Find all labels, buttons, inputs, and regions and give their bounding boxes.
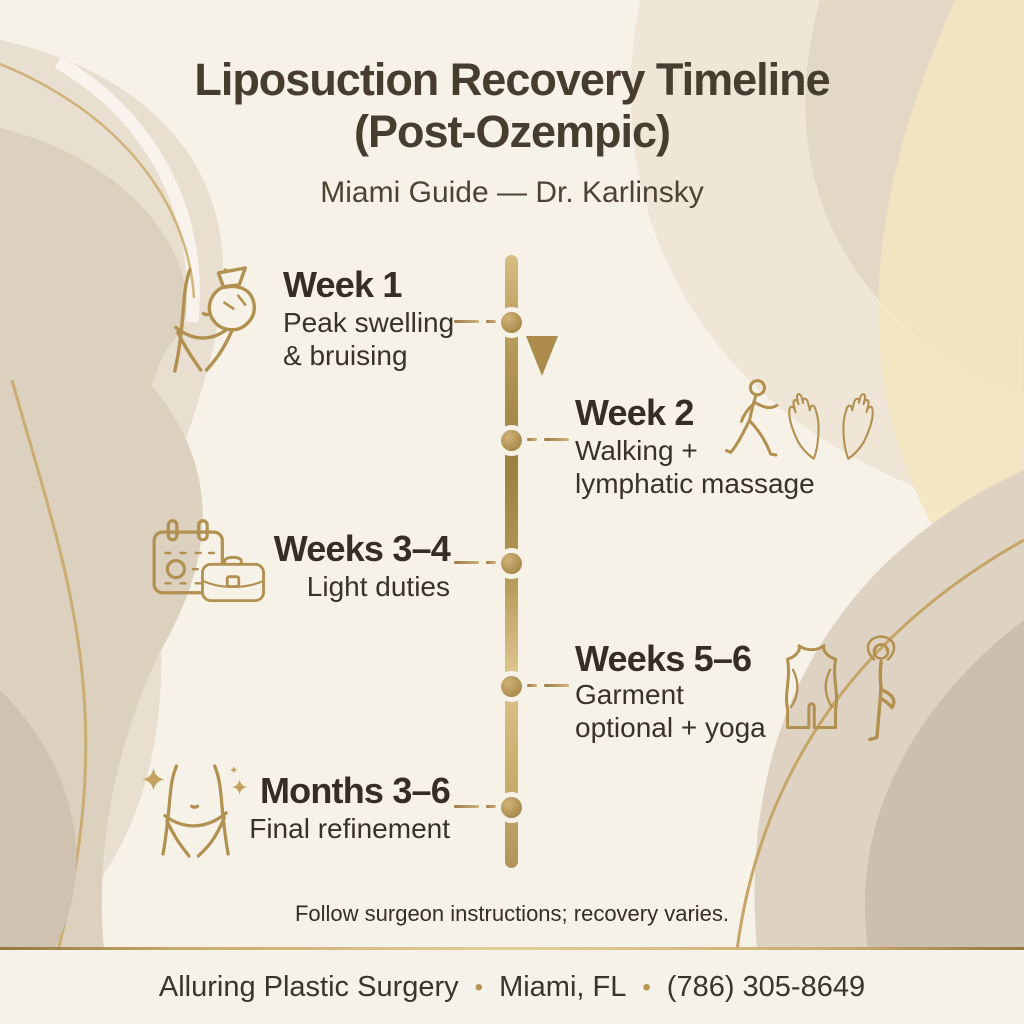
milestone-title-week-2: Week 2	[575, 392, 694, 433]
timeline-node-week-2	[501, 430, 522, 451]
calendar-icon	[148, 517, 236, 607]
page-title-line2: (Post-Ozempic)	[353, 106, 671, 158]
connector-weeks-5-6	[527, 684, 569, 687]
milestone-desc-months-3-6: Final refinement	[249, 812, 450, 845]
walking-person-icon	[722, 376, 784, 464]
milestone-title-weeks-3-4: Weeks 3–4	[273, 528, 451, 569]
milestone-desc-line: & bruising	[283, 340, 408, 372]
connector-week-1	[454, 320, 496, 323]
milestone-desc-line: Garment	[575, 679, 684, 710]
page-title: Liposuction Recovery Timeline (Post-Ozem…	[0, 54, 1024, 158]
gold-divider	[0, 947, 1024, 950]
milestone-desc-week-2: Walking + lymphatic massage	[575, 434, 815, 500]
timeline-node-week-1	[501, 312, 522, 333]
clinic-name: Alluring Plastic Surgery	[158, 970, 459, 1003]
briefcase-icon	[200, 550, 266, 605]
connector-week-2	[527, 438, 569, 441]
milestone-desc-line: Final refinement	[249, 813, 450, 844]
milestone-desc-week-1: Peak swelling & bruising	[283, 306, 454, 372]
clinic-location: Miami, FL	[499, 970, 627, 1003]
page-title-line1: Liposuction Recovery Timeline	[194, 54, 830, 105]
milestone-title-months-3-6: Months 3–6	[259, 770, 451, 811]
compression-garment-icon	[776, 636, 856, 739]
milestone-desc-line: lymphatic massage	[575, 468, 815, 500]
timeline-node-weeks-5-6	[501, 676, 522, 697]
footer-bar: Alluring Plastic Surgery • Miami, FL • (…	[0, 950, 1024, 1024]
body-ice-pack-icon	[162, 258, 266, 384]
milestone-title-week-1: Week 1	[283, 264, 402, 305]
milestone-desc-line: Walking +	[575, 435, 698, 466]
massage-hands-icon	[783, 387, 879, 465]
timeline-node-months-3-6	[501, 797, 522, 818]
down-arrow-icon	[523, 264, 563, 384]
milestone-title-weeks-5-6: Weeks 5–6	[575, 638, 752, 679]
milestone-desc-line: Light duties	[306, 571, 450, 602]
connector-months-3-6	[454, 805, 496, 808]
bullet-separator: •	[642, 974, 651, 1001]
milestone-desc-weeks-5-6: Garment optional + yoga	[575, 678, 766, 744]
milestone-desc-line: Peak swelling	[283, 307, 455, 338]
clinic-phone: (786) 305-8649	[666, 970, 866, 1003]
timeline-node-weeks-3-4	[501, 553, 522, 574]
disclaimer-text: Follow surgeon instructions; recovery va…	[294, 901, 730, 926]
bullet-separator: •	[474, 974, 484, 1001]
milestone-desc-line: optional + yoga	[575, 712, 766, 744]
sparkle-body-icon	[142, 758, 252, 862]
milestone-desc-weeks-3-4: Light duties	[307, 570, 450, 603]
connector-weeks-3-4	[454, 561, 496, 564]
page-subtitle: Miami Guide — Dr. Karlinsky	[320, 176, 704, 209]
yoga-pose-icon	[846, 632, 916, 747]
